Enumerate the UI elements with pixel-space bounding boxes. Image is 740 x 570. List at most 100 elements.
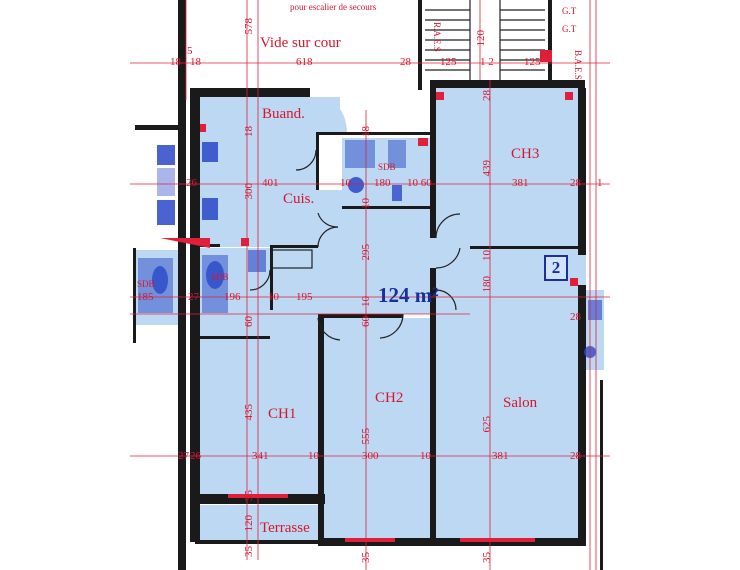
wall-neighbour-left — [178, 0, 186, 570]
wall-top-ch3 — [430, 80, 585, 88]
dim-18b: 18 — [190, 56, 201, 68]
bathroom-fixtures — [138, 140, 602, 358]
dim-125b: 125 — [524, 56, 541, 68]
dim-10d: 10 — [268, 291, 279, 303]
staircase — [425, 0, 545, 80]
wall-top-buand — [190, 88, 310, 97]
dim-10f: 10 — [308, 450, 319, 462]
room-label-salon: Salon — [503, 395, 538, 411]
terrasse-area — [200, 505, 318, 540]
room-label-sdb-left: SDB — [211, 272, 229, 282]
dim-125a: 125 — [440, 56, 457, 68]
area-label: 124 m² — [378, 283, 439, 307]
wall-top-left-block — [135, 125, 178, 130]
dim-295: 295 — [360, 244, 372, 261]
wall-bottom-ch1 — [195, 494, 325, 504]
entry-hall-area — [318, 190, 436, 314]
wall-ch3-salon-divider — [430, 208, 436, 238]
dim-10e: 10 — [360, 296, 372, 307]
corridor-left-area — [270, 248, 318, 338]
wall-stair-block2 — [548, 0, 552, 80]
salon-notch — [578, 255, 586, 285]
wall-bottom — [318, 538, 586, 546]
wall-sdb-top — [316, 132, 436, 135]
dim-28a: 28 — [400, 56, 411, 68]
dim-35b: 35 — [243, 546, 255, 557]
dim-120: 120 — [475, 30, 487, 47]
wall-ch3-right — [578, 88, 586, 255]
wall-ch2-right — [430, 314, 436, 542]
dim-28e: 28 — [570, 450, 581, 462]
room-label-vide: Vide sur cour — [260, 35, 341, 51]
dim-10a: 10 — [340, 177, 351, 189]
unit-number-badge: 2 — [544, 255, 568, 281]
dim-180a: 180 — [374, 177, 391, 189]
cuisine-area — [200, 135, 318, 247]
dim-18d: 18 — [360, 126, 372, 137]
dim-555: 555 — [360, 428, 372, 445]
wall-ch3-left — [430, 88, 436, 208]
room-label-sdb-center: SDB — [378, 162, 396, 172]
salon-area — [436, 248, 578, 538]
wall-cuis-right — [316, 132, 319, 190]
room-label-sdb-far-left: SDB — [137, 279, 155, 289]
wall-terrasse-bottom — [195, 540, 320, 544]
dim-381b: 381 — [492, 450, 509, 462]
dim-180b: 180 — [481, 276, 493, 293]
ch1-area — [200, 338, 318, 494]
dim-10g: 10 — [420, 450, 431, 462]
tag-gt-2: G.T — [562, 24, 577, 34]
dim-300b: 300 — [362, 450, 379, 462]
dim-1a: 1 — [597, 177, 603, 189]
dim-18a: 18 — [170, 56, 181, 68]
dim-10c: 10 — [481, 250, 493, 261]
dim-401: 401 — [262, 177, 279, 189]
dim-435: 435 — [243, 404, 255, 421]
ch2-area — [324, 318, 430, 538]
dim-1-2: 1 2 — [480, 56, 494, 68]
dimension-lines — [130, 0, 610, 570]
dim-5: 5 — [187, 45, 193, 57]
wall-ch2-top — [318, 314, 403, 318]
dim-195: 195 — [296, 291, 313, 303]
room-label-terrasse: Terrasse — [260, 520, 310, 536]
wall-corridor — [270, 245, 318, 248]
dim-28b: 28 — [481, 90, 493, 101]
wall-sdb-left — [270, 248, 273, 310]
dim-60a: 60 — [243, 316, 255, 327]
dim-60b: 60 — [360, 316, 372, 327]
dim-10-60: 10 60 — [407, 177, 432, 189]
dim-10b: 10 — [360, 198, 372, 209]
dim-341: 341 — [252, 450, 269, 462]
wall-hall-right — [430, 268, 436, 314]
dim-26b: 26 — [190, 450, 201, 462]
dim-28d: 28 — [570, 311, 581, 323]
tag-pf: P.F — [540, 50, 552, 60]
room-label-ch2: CH2 — [375, 390, 404, 406]
door-swings — [249, 149, 461, 341]
kitchen-fixtures — [157, 142, 218, 225]
dim-120b: 120 — [243, 515, 255, 532]
tag-raes: R.A.E.S — [432, 22, 442, 52]
wall-neighbour-left2 — [133, 248, 136, 343]
dim-185: 185 — [137, 291, 154, 303]
dim-35d: 35 — [481, 552, 493, 563]
dim-18c: 18 — [243, 126, 255, 137]
dim-26a: 26 — [186, 177, 197, 189]
dim-578: 578 — [243, 18, 255, 35]
dim-27b: 27 — [178, 450, 189, 462]
wall-salon-right — [578, 285, 586, 540]
dim-27: 27 — [188, 291, 199, 303]
tag-baes: B.A.E.S — [573, 50, 583, 80]
dim-35a: 35 — [243, 490, 255, 501]
wall-salon-ch3 — [470, 246, 578, 249]
wall-ch2-left — [318, 318, 324, 543]
room-label-buand: Buand. — [262, 106, 305, 122]
dim-381a: 381 — [512, 177, 529, 189]
room-label-cuis: Cuis. — [283, 191, 315, 207]
wall-stair-block — [418, 0, 422, 90]
dim-28c: 28 — [570, 177, 581, 189]
room-label-ch1: CH1 — [268, 406, 297, 422]
dim-625: 625 — [481, 416, 493, 433]
